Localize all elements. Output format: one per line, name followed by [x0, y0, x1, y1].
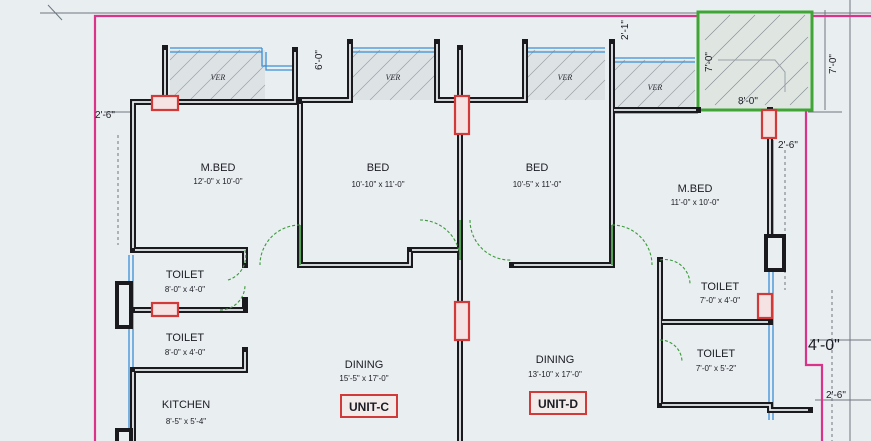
room-name-toilet-d1: TOILET [701, 281, 740, 293]
room-name-toilet-d2: TOILET [697, 348, 736, 360]
room-name-kitchen-c: KITCHEN [162, 399, 210, 411]
dimension-label: 2'-6" [778, 140, 798, 151]
dimension-label: 4'-0" [808, 337, 840, 354]
room-name-bed-d: BED [526, 162, 549, 174]
dimension-label: 2'-6" [826, 390, 846, 401]
room-size-toilet-d1: 7'-0" x 4'-0" [700, 296, 740, 305]
unit-tags: UNIT-C UNIT-D [340, 391, 587, 418]
ducts [115, 234, 786, 441]
room-size-mbed-d: 11'-0" x 10'-0" [671, 198, 720, 207]
veranda-label: VER [211, 73, 226, 82]
door-leaves [299, 220, 613, 265]
veranda-hatch [169, 49, 696, 111]
room-name-bed-c: BED [367, 162, 390, 174]
dimension-label: 2'-6" [95, 110, 115, 121]
columns [150, 94, 778, 342]
room-size-dining-d: 13'-10" x 17'-0" [528, 370, 582, 379]
room-name-mbed-d: M.BED [678, 183, 713, 195]
room-name-toilet-c1: TOILET [166, 269, 205, 281]
veranda-label: VER [558, 73, 573, 82]
dimension-label: 7'-0" [828, 54, 839, 74]
room-size-toilet-c1: 8'-0" x 4'-0" [165, 285, 205, 294]
room-size-dining-c: 15'-5" x 17'-0" [339, 374, 388, 383]
unit-label-c: UNIT-C [349, 400, 389, 414]
room-name-mbed-c: M.BED [201, 162, 236, 174]
room-size-bed-c: 10'-10" x 11'-0" [351, 180, 404, 189]
room-size-kitchen-c: 8'-5" x 5'-4" [166, 417, 206, 426]
room-size-mbed-c: 12'-0" x 10'-0" [193, 177, 242, 186]
room-size-toilet-c2: 8'-0" x 4'-0" [165, 348, 205, 357]
veranda-labels: VER VER VER VER [211, 73, 663, 92]
room-name-dining-c: DINING [345, 359, 384, 371]
lift-box [696, 10, 814, 112]
plot-boundary [93, 14, 871, 441]
dimension-annotations: 2'-6" 6'-0" 2'-1" 7'-0" 7'-0" 8'-0" 2'-6… [95, 20, 846, 401]
unit-label-d: UNIT-D [538, 397, 578, 411]
dimension-label: 8'-0" [738, 96, 758, 107]
veranda-label: VER [648, 83, 663, 92]
veranda-label: VER [386, 73, 401, 82]
room-size-bed-d: 10'-5" x 11'-0" [513, 180, 562, 189]
room-name-dining-d: DINING [536, 354, 575, 366]
room-labels: M.BED 12'-0" x 10'-0" BED 10'-10" x 11'-… [162, 162, 740, 426]
dimension-label: 6'-0" [314, 50, 325, 70]
dimension-label: 7'-0" [704, 52, 715, 72]
room-name-toilet-c2: TOILET [166, 332, 205, 344]
dimension-label: 2'-1" [620, 20, 631, 40]
room-size-toilet-d2: 7'-0" x 5'-2" [696, 364, 736, 373]
